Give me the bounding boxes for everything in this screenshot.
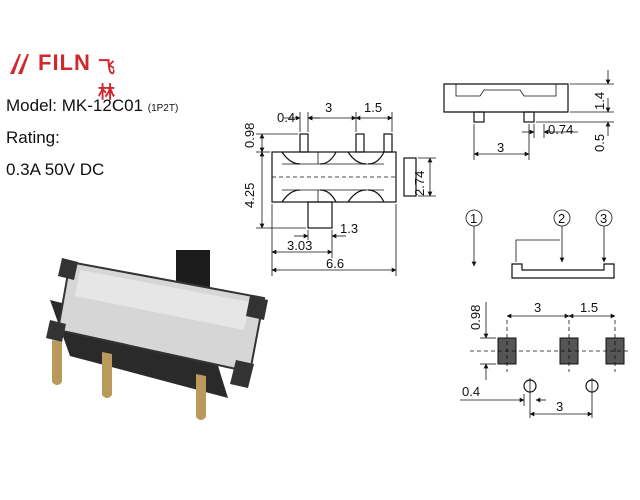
- dim-pin-length: 0.98: [242, 123, 257, 148]
- side-pin-left: [473, 111, 485, 123]
- front-side-block: [403, 157, 417, 197]
- dim-handle-offset: 3.03: [287, 238, 312, 253]
- terminal-3-label: 3: [600, 211, 607, 226]
- dim-pad-pitch-2: 1.5: [580, 300, 598, 315]
- brand-name: FILN: [38, 50, 91, 75]
- side-view: 1.4 0.5 0.74 3: [443, 70, 614, 160]
- terminal-2-label: 2: [558, 211, 565, 226]
- dim-handle-width: 1.3: [340, 221, 358, 236]
- dim-pad-height: 0.98: [468, 305, 483, 330]
- dim-pad-pitch-1: 3: [534, 300, 541, 315]
- front-handle: [307, 201, 333, 229]
- pin-middle: [102, 352, 112, 398]
- side-pin-right: [523, 111, 535, 123]
- brand-name-chinese: 飞林: [98, 58, 115, 103]
- frame-corner-right-top: [246, 296, 268, 320]
- schematic: 1 2 3: [465, 209, 615, 279]
- dim-body-thickness: 1.4: [592, 92, 607, 110]
- pin-left: [52, 340, 62, 385]
- model-line: Model: MK-12C01 (1P2T): [6, 96, 178, 116]
- dim-body-height: 4.25: [242, 183, 257, 208]
- dim-hole-spacing: 3: [556, 399, 563, 414]
- dim-body-depth: 2.74: [412, 171, 427, 196]
- rating-label: Rating:: [6, 128, 60, 147]
- dim-hole-dia: 0.4: [462, 384, 480, 399]
- slide-handle: [176, 250, 210, 288]
- pin-right: [196, 374, 206, 420]
- housing-highlight: [75, 270, 250, 330]
- front-pin-left: [299, 133, 309, 153]
- frame-corner-left-bottom: [46, 320, 66, 342]
- dim-pin-drop: 0.5: [592, 134, 607, 152]
- front-pin-mid: [355, 133, 365, 153]
- frame-corner-left-top: [58, 258, 78, 280]
- dim-pin-pitch-1: 3: [325, 100, 332, 115]
- pcb-layout: 3 1.5 0.98 0.4 3: [460, 300, 630, 418]
- front-view: 0.4 3 1.5 0.98 4.25 2.74 1.3 3.03 6.6: [242, 100, 436, 276]
- model-label: Model: MK-12C01: [6, 96, 144, 115]
- dim-pin-pitch-2: 1.5: [364, 100, 382, 115]
- dim-pin-spacing: 3: [497, 140, 504, 155]
- dim-pin-offset: 0.74: [548, 122, 573, 137]
- filn-logo-icon: [10, 54, 29, 74]
- frame-corner-right-bottom: [230, 360, 254, 388]
- switch-photo: [46, 250, 268, 420]
- rating-value: 0.3A 50V DC: [6, 160, 105, 179]
- front-pin-right: [383, 133, 393, 153]
- model-suffix: (1P2T): [147, 103, 179, 114]
- dim-body-length: 6.6: [326, 256, 344, 271]
- dim-pin-width: 0.4: [277, 110, 295, 125]
- terminal-1-label: 1: [470, 211, 477, 226]
